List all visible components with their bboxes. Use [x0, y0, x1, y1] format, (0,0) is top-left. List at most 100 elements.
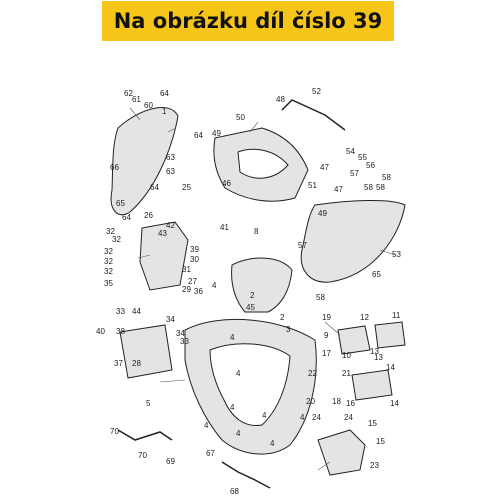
callout-51: 51	[308, 181, 317, 190]
callout-11: 11	[392, 311, 401, 320]
callout-29: 29	[182, 285, 191, 294]
left-side-cover-part	[110, 107, 179, 216]
callout-labels: 62 61 60 64 1 64 63 63 66 64 65 64 26 25…	[96, 87, 401, 496]
callout-14: 14	[386, 363, 395, 372]
banner-title: Na obrázku díl číslo 39	[113, 9, 383, 33]
callout-18: 18	[332, 397, 341, 406]
callout-62: 62	[124, 89, 133, 98]
callout-22: 22	[308, 369, 317, 378]
callout-34: 34	[176, 329, 185, 338]
callout-37: 37	[114, 359, 123, 368]
part-wiring	[117, 99, 346, 489]
callout-39: 39	[190, 245, 199, 254]
right-lamp-part-a	[337, 325, 371, 355]
callout-4: 4	[204, 421, 209, 430]
callout-16: 16	[346, 399, 355, 408]
right-side-cover-part	[300, 200, 406, 283]
callout-69: 69	[166, 457, 175, 466]
callout-38: 38	[116, 327, 125, 336]
callout-43: 43	[158, 229, 167, 238]
callout-58: 58	[316, 293, 325, 302]
callout-47: 47	[334, 185, 343, 194]
callout-12: 12	[360, 313, 369, 322]
callout-67: 67	[206, 449, 215, 458]
lower-bracket-part	[119, 324, 173, 379]
callout-40: 40	[96, 327, 105, 336]
front-top-panel-window	[237, 148, 289, 179]
callout-32: 32	[106, 227, 115, 236]
callout-49: 49	[212, 129, 221, 138]
callout-4: 4	[300, 413, 305, 422]
callout-13: 13	[374, 353, 383, 362]
callout-57: 57	[350, 169, 359, 178]
inner-bracket-part	[139, 221, 189, 291]
callout-21: 21	[342, 369, 351, 378]
callout-45: 45	[246, 303, 255, 312]
callout-48: 48	[276, 95, 285, 104]
callout-58: 58	[376, 183, 385, 192]
callout-13: 13	[370, 347, 379, 356]
callout-20: 20	[306, 397, 315, 406]
callout-30: 30	[190, 255, 199, 264]
title-banner: Na obrázku díl číslo 39	[102, 1, 394, 41]
callout-56: 56	[366, 161, 375, 170]
callout-70: 70	[110, 427, 119, 436]
callout-41: 41	[220, 223, 229, 232]
callout-23: 23	[370, 461, 379, 470]
callout-32: 32	[104, 247, 113, 256]
callout-9: 9	[324, 331, 329, 340]
callout-33: 33	[116, 307, 125, 316]
upper-cable-part	[281, 99, 346, 131]
callout-25: 25	[182, 183, 191, 192]
callout-70: 70	[138, 451, 147, 460]
callout-28: 28	[132, 359, 141, 368]
callout-15: 15	[376, 437, 385, 446]
callout-34: 34	[166, 315, 175, 324]
callout-44: 44	[132, 307, 141, 316]
callout-65: 65	[372, 270, 381, 279]
callout-42: 42	[166, 221, 175, 230]
center-duct-part	[231, 257, 293, 313]
callout-15: 15	[368, 419, 377, 428]
callout-4: 4	[270, 439, 275, 448]
callout-58: 58	[364, 183, 373, 192]
right-lamp-part-c	[351, 369, 393, 401]
callout-46: 46	[222, 179, 231, 188]
callout-60: 60	[144, 101, 153, 110]
callout-26: 26	[144, 211, 153, 220]
callout-32: 32	[112, 235, 121, 244]
callout-10: 10	[342, 351, 351, 360]
callout-24: 24	[312, 413, 321, 422]
callout-66: 66	[110, 163, 119, 172]
callout-27: 27	[188, 277, 197, 286]
callout-14: 14	[390, 399, 399, 408]
callout-33: 33	[180, 337, 189, 346]
callout-47: 47	[320, 163, 329, 172]
callout-35: 35	[104, 279, 113, 288]
callout-53: 53	[392, 250, 401, 259]
callout-4: 4	[230, 403, 235, 412]
callout-63: 63	[166, 167, 175, 176]
lower-left-cable-part	[117, 429, 173, 441]
callout-64: 64	[194, 131, 203, 140]
callout-65: 65	[116, 199, 125, 208]
leader-lines	[129, 107, 396, 471]
callout-8: 8	[254, 227, 259, 236]
callout-55: 55	[358, 153, 367, 162]
callout-32: 32	[104, 267, 113, 276]
callout-24: 24	[344, 413, 353, 422]
lower-main-body-opening	[209, 343, 291, 427]
lower-center-cable-part	[221, 461, 271, 489]
callout-64: 64	[160, 89, 169, 98]
callout-5: 5	[146, 399, 151, 408]
callout-54: 54	[346, 147, 355, 156]
callout-58: 58	[382, 173, 391, 182]
callout-64: 64	[122, 213, 131, 222]
callout-64: 64	[150, 183, 159, 192]
callout-1: 1	[162, 107, 167, 116]
callout-3: 3	[286, 325, 291, 334]
callout-63: 63	[166, 153, 175, 162]
callout-2: 2	[280, 313, 285, 322]
callout-4: 4	[236, 429, 241, 438]
